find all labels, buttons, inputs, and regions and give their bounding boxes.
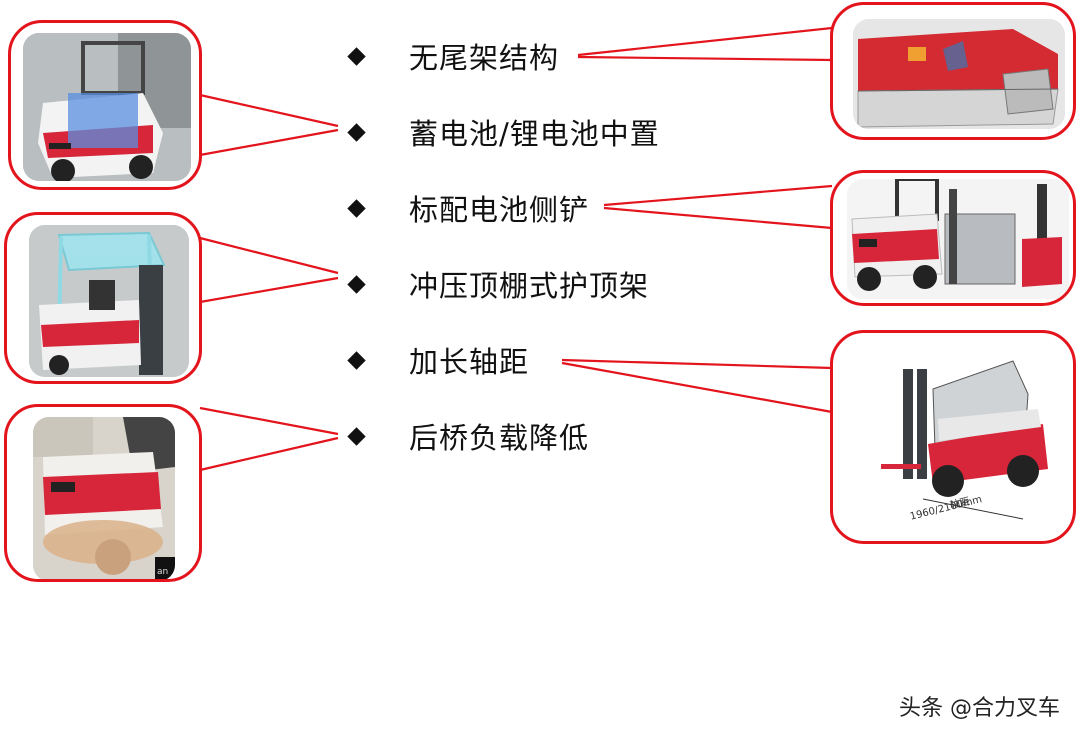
callout-overhead-guard — [4, 212, 202, 384]
callout-extended-wheelbase: 轴距 1960/2100mm — [830, 330, 1076, 544]
feature-item: 无尾架结构 — [344, 36, 559, 76]
photo-no-tail-frame — [853, 19, 1065, 129]
feature-text: 无尾架结构 — [409, 41, 560, 75]
photo-extended-wheelbase: 轴距 1960/2100mm — [853, 349, 1065, 535]
callout-no-tail-frame — [830, 2, 1076, 140]
diamond-bullet-icon — [347, 426, 366, 446]
tail-frame-illustration — [853, 19, 1065, 129]
diamond-bullet-icon — [347, 350, 366, 370]
forklift-battery-illustration — [23, 33, 191, 181]
callout-battery-center — [8, 20, 202, 190]
feature-item: 后桥负载降低 — [344, 416, 589, 456]
feature-text: 标配电池侧铲 — [409, 193, 590, 227]
feature-item: 蓄电池/锂电池中置 — [344, 112, 660, 152]
diamond-bullet-icon — [347, 274, 366, 294]
feature-text: 加长轴距 — [409, 345, 530, 379]
photo-corner-text: an — [157, 567, 169, 577]
forklift-rear-illustration — [33, 417, 175, 579]
feature-text: 冲压顶棚式护顶架 — [409, 269, 650, 303]
feature-item: 标配电池侧铲 — [344, 188, 589, 228]
callout-rear-axle: an — [4, 404, 202, 582]
feature-text: 后桥负载降低 — [409, 421, 590, 455]
diamond-bullet-icon — [347, 122, 366, 142]
photo-rear-axle: an — [33, 417, 175, 579]
side-shovel-illustration — [847, 179, 1069, 299]
diamond-bullet-icon — [347, 46, 366, 66]
feature-item: 冲压顶棚式护顶架 — [344, 264, 649, 304]
feature-item: 加长轴距 — [344, 340, 529, 380]
feature-text: 蓄电池/锂电池中置 — [409, 117, 660, 151]
forklift-guard-illustration — [29, 225, 189, 377]
wheelbase-forklift-illustration — [853, 349, 1065, 535]
callout-battery-side-shovel — [830, 170, 1076, 306]
photo-battery-side-shovel — [847, 179, 1069, 299]
photo-overhead-guard — [29, 225, 189, 377]
photo-battery-forklift — [23, 33, 191, 181]
source-watermark: 头条 @合力叉车 — [899, 696, 1060, 721]
diamond-bullet-icon — [347, 198, 366, 218]
